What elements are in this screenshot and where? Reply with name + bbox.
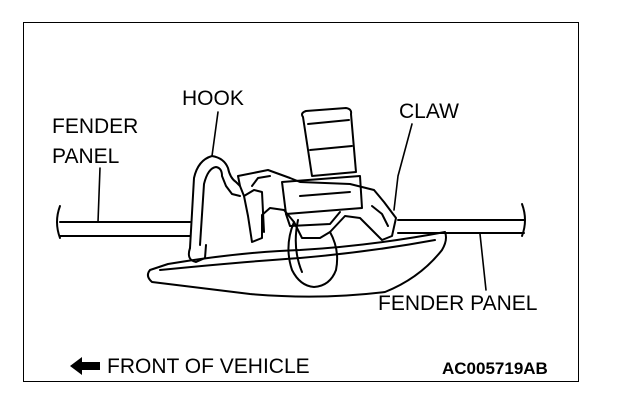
leader-hook bbox=[211, 111, 219, 157]
label-fender-panel-right: FENDER PANEL bbox=[378, 292, 538, 315]
right-fender-panel bbox=[397, 203, 526, 237]
label-front-of-vehicle: FRONT OF VEHICLE bbox=[107, 355, 310, 378]
bulb-socket bbox=[281, 107, 363, 227]
left-arrow-icon bbox=[70, 357, 100, 375]
lamp-housing bbox=[237, 169, 397, 243]
left-fender-panel bbox=[56, 205, 191, 239]
label-claw: CLAW bbox=[399, 100, 459, 123]
hook bbox=[187, 155, 241, 263]
leader-left-fender bbox=[97, 167, 101, 223]
diagram-frame bbox=[23, 22, 579, 382]
leader-lines bbox=[97, 111, 487, 291]
lamp-lens bbox=[146, 231, 447, 298]
label-fender-panel-left-2: PANEL bbox=[52, 145, 120, 168]
bulb bbox=[287, 219, 339, 288]
leader-right-fender bbox=[479, 233, 487, 291]
figure-code: AC005719AB bbox=[442, 359, 548, 378]
label-fender-panel-left-1: FENDER bbox=[52, 115, 139, 138]
label-hook: HOOK bbox=[182, 87, 244, 110]
leader-claw bbox=[393, 123, 413, 211]
